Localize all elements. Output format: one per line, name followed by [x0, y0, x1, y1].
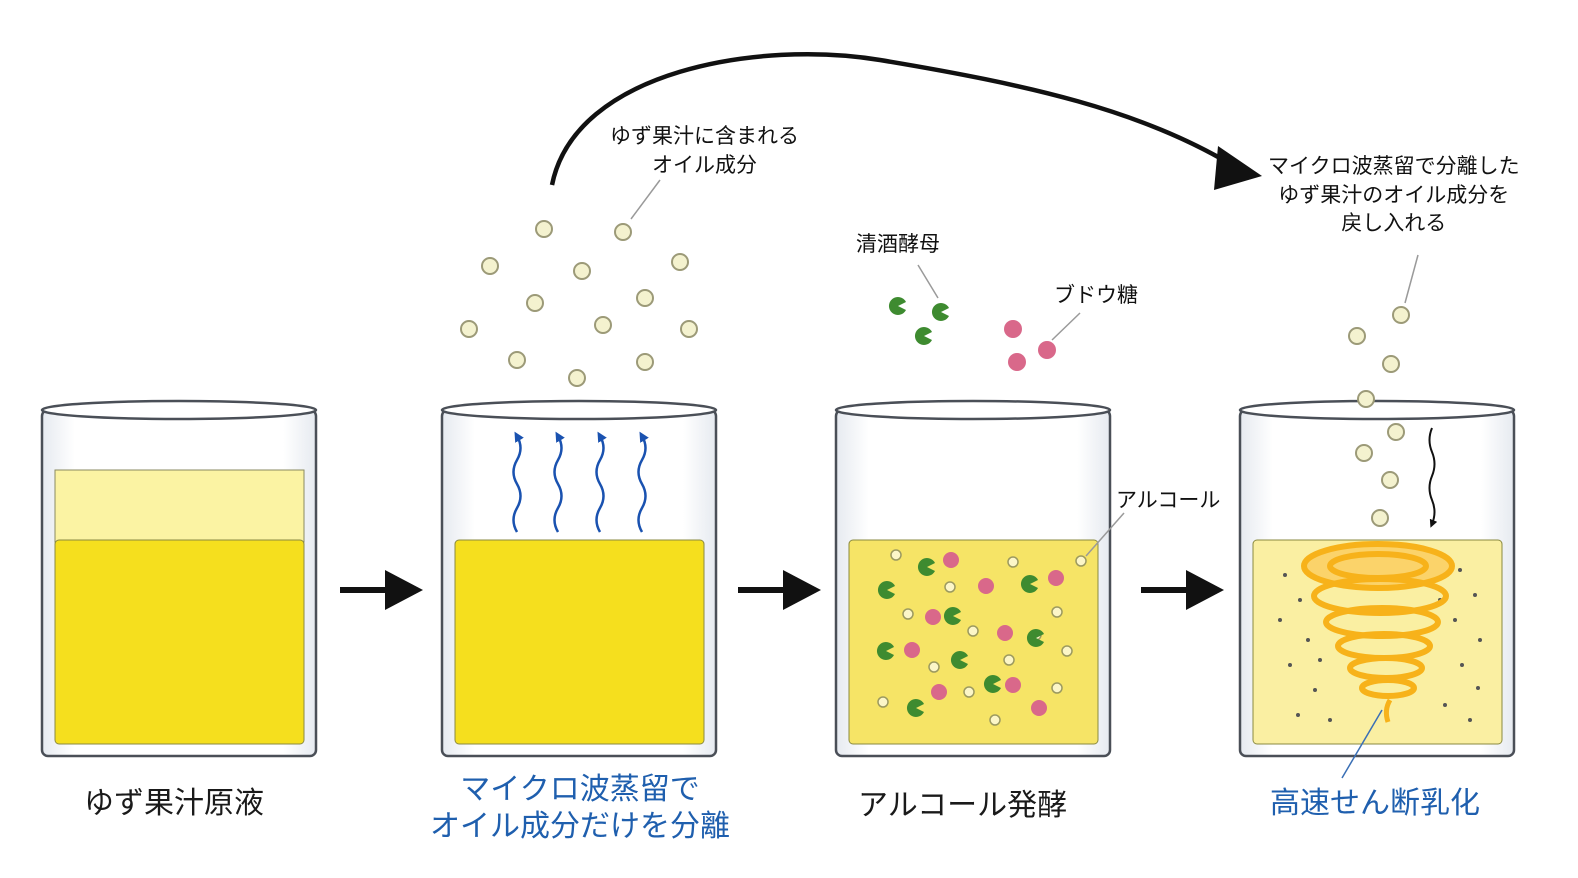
- flow-arrows: [340, 570, 1224, 610]
- oil-leader-line: [630, 179, 661, 220]
- yeast-particles: [876, 558, 1044, 717]
- return-leader-line: [1404, 254, 1419, 304]
- step-4-caption: 高速せん断乳化: [1270, 786, 1480, 821]
- glucose-leader-line: [1051, 312, 1081, 341]
- right-arrow-icon: [738, 570, 821, 610]
- beaker-raw-juice: [40, 399, 318, 758]
- return-label-line2: ゆず果汁のオイル成分を: [1278, 182, 1510, 207]
- oil-label-line2: オイル成分: [652, 152, 757, 177]
- wavy-up-arrow-icon: [553, 431, 565, 533]
- dispersed-droplets: [1278, 568, 1482, 722]
- glucose-particles: [904, 552, 1064, 716]
- stirring-wave-arrow: [1428, 427, 1438, 528]
- curved-arrow-icon: [549, 52, 1262, 190]
- step-2-caption-line2: オイル成分だけを分離: [430, 808, 730, 844]
- oil-label-line1: ゆず果汁に含まれる: [610, 124, 799, 148]
- oil-droplets-cloud: [460, 220, 698, 387]
- step-2-caption: マイクロ波蒸留で オイル成分だけを分離: [430, 772, 730, 845]
- wavy-up-arrow-icon: [595, 431, 607, 533]
- return-label-line1: マイクロ波蒸留で分離した: [1268, 154, 1520, 178]
- wavy-up-arrow-icon: [637, 431, 649, 533]
- oil-component-label: ゆず果汁に含まれる オイル成分: [610, 122, 799, 179]
- tornado-icon: [1301, 541, 1455, 723]
- returning-oil-droplets: [1348, 306, 1410, 527]
- yeast-cluster: [888, 296, 949, 346]
- step-1-caption: ゆず果汁原液: [84, 786, 264, 821]
- step-3-caption: アルコール発酵: [858, 788, 1068, 823]
- juice-foam-layer: [54, 469, 305, 543]
- yeast-leader-line: [917, 264, 939, 299]
- step-2-caption-line1: マイクロ波蒸留で: [460, 772, 700, 807]
- alcohol-leader-line: [1085, 512, 1125, 557]
- right-arrow-icon: [340, 570, 423, 610]
- wavy-up-arrow-icon: [512, 431, 524, 533]
- glucose-cluster: [1004, 320, 1056, 371]
- right-arrow-icon: [1141, 570, 1224, 610]
- distilled-liquid: [454, 539, 705, 745]
- vortex-leader-line: [1341, 709, 1383, 779]
- return-label-line3: 戻し入れる: [1341, 211, 1447, 236]
- yeast-label: 清酒酵母: [856, 232, 940, 256]
- glucose-label: ブドウ糖: [1054, 283, 1138, 307]
- fermenting-liquid: [848, 539, 1099, 745]
- beaker-distillation: [440, 399, 718, 758]
- return-oil-label: マイクロ波蒸留で分離した ゆず果汁のオイル成分を 戻し入れる: [1268, 152, 1520, 238]
- juice-liquid: [54, 539, 305, 745]
- vapor-arrows: [512, 431, 649, 533]
- beaker-fermentation: [834, 399, 1112, 758]
- beaker-emulsification: [1238, 399, 1516, 758]
- alcohol-label: アルコール: [1116, 488, 1221, 512]
